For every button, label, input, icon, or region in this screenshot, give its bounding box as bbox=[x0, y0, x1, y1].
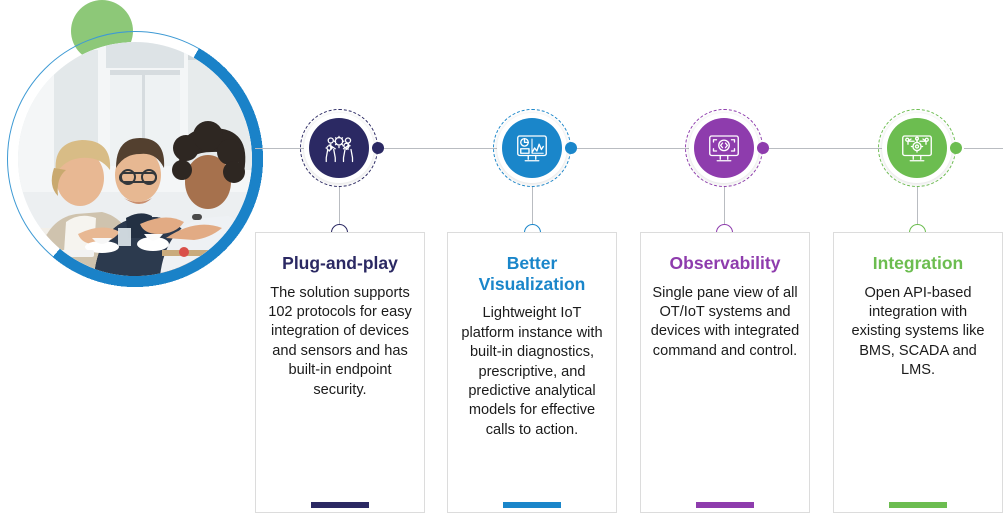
icon-disc bbox=[502, 118, 562, 178]
feature-card-better-visualization[interactable]: Better Visualization Lightweight IoT pla… bbox=[447, 232, 617, 513]
people-gears-icon bbox=[325, 135, 354, 163]
step-icon-node-observability[interactable] bbox=[685, 109, 763, 187]
step-icon-node-better-visualization[interactable] bbox=[493, 109, 571, 187]
card-body: The solution supports 102 protocols for … bbox=[268, 284, 412, 398]
card-title: Observability bbox=[669, 253, 781, 273]
monitor-analytics-icon bbox=[517, 135, 547, 162]
card-accent-bar bbox=[503, 502, 561, 508]
card-accent-bar bbox=[696, 502, 754, 508]
feature-card-integration[interactable]: Integration Open API-based integration w… bbox=[833, 232, 1003, 513]
timeline-line-segment bbox=[379, 148, 499, 150]
icon-disc bbox=[694, 118, 754, 178]
feature-card-plug-and-play[interactable]: Plug-and-play The solution supports 102 … bbox=[255, 232, 425, 513]
card-accent-bar bbox=[889, 502, 947, 508]
timeline-dot bbox=[372, 142, 384, 154]
timeline-dot bbox=[757, 142, 769, 154]
card-body: Single pane view of all OT/IoT systems a… bbox=[650, 284, 800, 359]
timeline-stem bbox=[532, 186, 534, 234]
card-body: Open API-based integration with existing… bbox=[851, 284, 985, 379]
monitor-gear-network-icon bbox=[902, 135, 932, 162]
icon-disc bbox=[309, 118, 369, 178]
timeline-line-segment bbox=[574, 148, 694, 150]
step-icon-node-plug-and-play[interactable] bbox=[300, 109, 378, 187]
step-icon-node-integration[interactable] bbox=[878, 109, 956, 187]
hero-image-cluster bbox=[0, 0, 282, 295]
timeline-stem bbox=[917, 186, 919, 234]
feature-card-observability[interactable]: Observability Single pane view of all OT… bbox=[640, 232, 810, 513]
card-title: Integration bbox=[872, 253, 964, 273]
card-title: Plug-and-play bbox=[282, 253, 398, 273]
timeline-line-segment bbox=[964, 148, 1003, 150]
card-title: Better Visualization bbox=[478, 253, 586, 294]
timeline-dot bbox=[950, 142, 962, 154]
timeline-line-segment bbox=[769, 148, 889, 150]
icon-disc bbox=[887, 118, 947, 178]
hero-photo bbox=[18, 42, 252, 276]
monitor-code-icon bbox=[709, 135, 739, 162]
timeline-line-segment bbox=[255, 148, 304, 150]
timeline-dot bbox=[565, 142, 577, 154]
card-body: Lightweight IoT platform instance with b… bbox=[461, 305, 603, 438]
card-accent-bar bbox=[311, 502, 369, 508]
timeline-stem bbox=[339, 186, 341, 234]
timeline-stem bbox=[724, 186, 726, 234]
